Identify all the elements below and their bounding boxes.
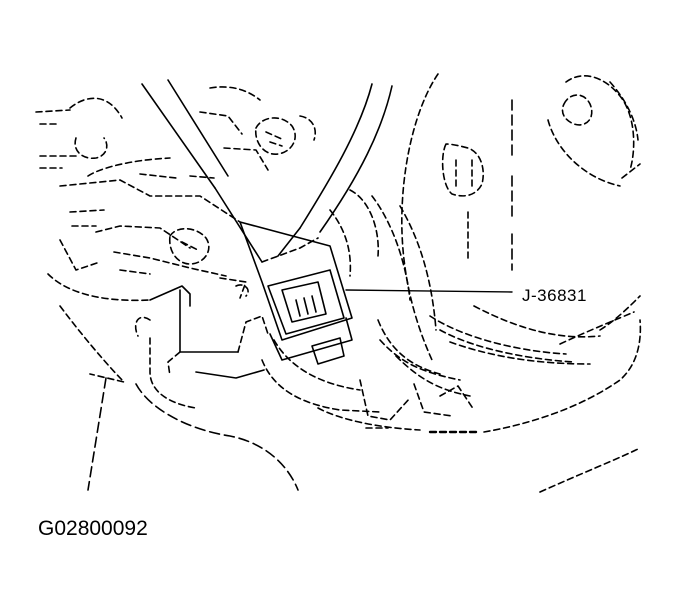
top-center-parts xyxy=(189,86,316,179)
lower-left-bracket xyxy=(47,273,299,491)
upper-right-component xyxy=(547,75,641,187)
lower-right-contours xyxy=(317,319,642,493)
center-body xyxy=(261,189,475,421)
tool-shaft xyxy=(141,79,393,263)
right-panel xyxy=(401,73,513,361)
hose-bundle xyxy=(429,295,641,365)
callout-leader xyxy=(345,289,513,293)
tool-callout-label: J-36831 xyxy=(522,286,587,305)
tool-head xyxy=(239,221,353,365)
upper-left-housing xyxy=(35,97,241,271)
figure-id: G02800092 xyxy=(38,517,148,540)
left-mount xyxy=(113,227,249,299)
